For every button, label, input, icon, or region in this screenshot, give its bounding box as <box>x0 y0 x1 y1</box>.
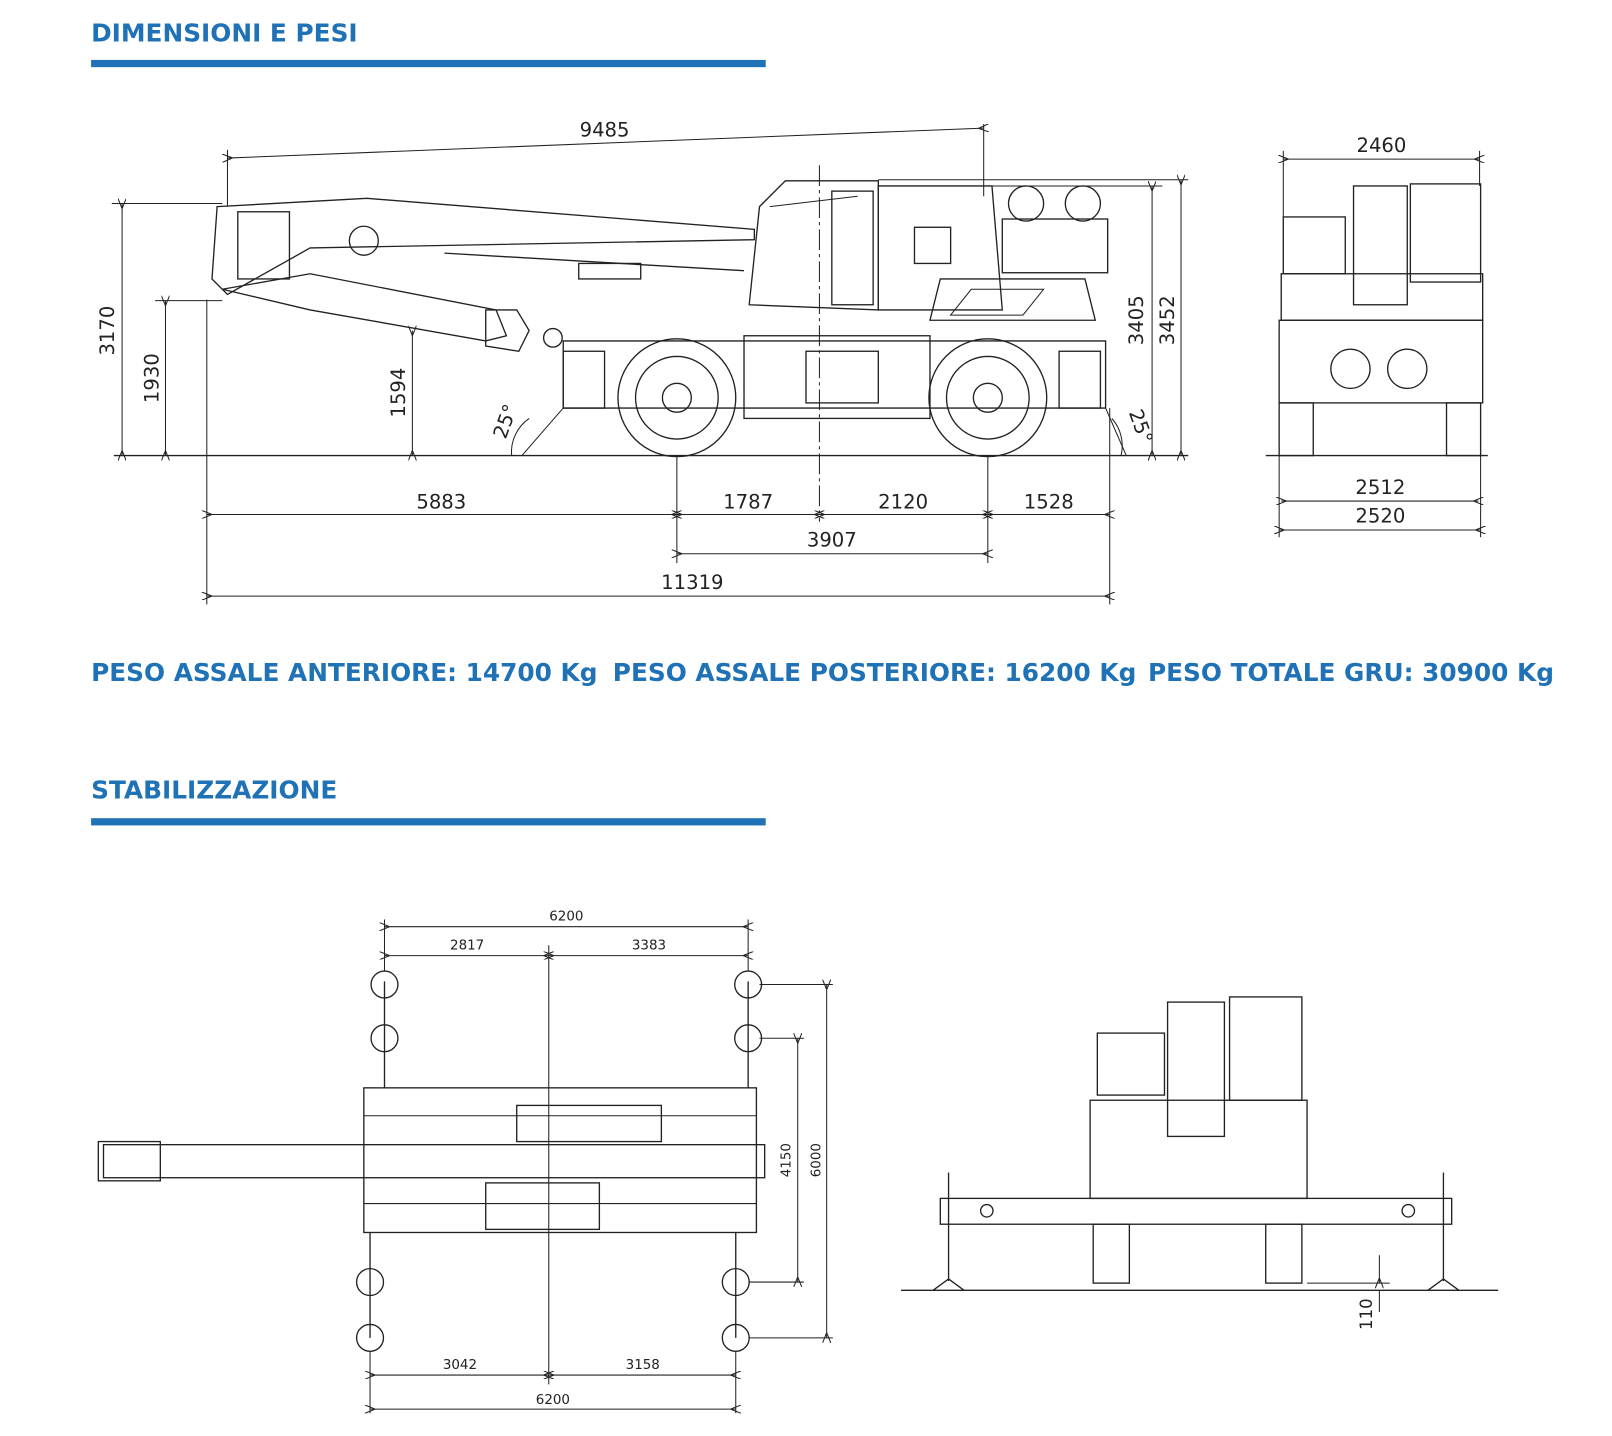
front-axle-weight: PESO ASSALE ANTERIORE: 14700 Kg <box>91 658 597 687</box>
dim-2512: 2512 <box>1355 476 1405 499</box>
dim-3042: 3042 <box>443 1358 477 1373</box>
dim-2460: 2460 <box>1356 134 1406 157</box>
dim-110: 110 <box>1357 1298 1376 1330</box>
dim-1930: 1930 <box>140 353 163 403</box>
dim-1528: 1528 <box>1024 490 1074 513</box>
dim-2817: 2817 <box>450 938 484 953</box>
crane-side-view <box>113 165 1189 522</box>
total-weight: PESO TOTALE GRU: 30900 Kg <box>1148 658 1554 687</box>
dim-3452: 3452 <box>1156 295 1179 345</box>
dim-9485: 9485 <box>580 118 630 141</box>
dim-top-6200: 6200 <box>549 909 583 924</box>
section-title-dimensions: DIMENSIONI E PESI <box>91 18 358 47</box>
section-underline <box>91 818 766 826</box>
angle-front: 25° <box>489 401 523 442</box>
rear-axle-weight: PESO ASSALE POSTERIORE: 16200 Kg <box>613 658 1137 687</box>
dim-11319: 11319 <box>661 571 723 594</box>
dim-3170: 3170 <box>96 306 119 356</box>
dim-2120: 2120 <box>878 490 928 513</box>
dim-1594: 1594 <box>387 368 410 418</box>
dim-bottom-6200: 6200 <box>536 1393 570 1408</box>
crane-front-stabilized-view: 110 <box>901 996 1499 1330</box>
dim-3158: 3158 <box>626 1358 660 1373</box>
side-dimensions: 9485 3170 1930 1594 25° 25° 3405 3452 58… <box>96 118 1189 605</box>
dim-6000: 6000 <box>809 1143 824 1177</box>
crane-front-view: 2460 2512 2520 <box>1265 134 1488 538</box>
dim-5883: 5883 <box>416 490 466 513</box>
crane-top-view <box>97 945 766 1385</box>
top-view-dimensions: 6200 2817 3383 3042 3158 6200 4150 6000 <box>370 909 833 1414</box>
dim-3383: 3383 <box>632 938 666 953</box>
section-underline <box>91 59 766 68</box>
dim-1787: 1787 <box>723 490 773 513</box>
dim-4150: 4150 <box>780 1143 795 1177</box>
section-title-stabilization: STABILIZZAZIONE <box>91 776 337 805</box>
dim-3907: 3907 <box>807 529 857 552</box>
dim-2520: 2520 <box>1355 505 1405 528</box>
dim-3405: 3405 <box>1125 295 1148 345</box>
